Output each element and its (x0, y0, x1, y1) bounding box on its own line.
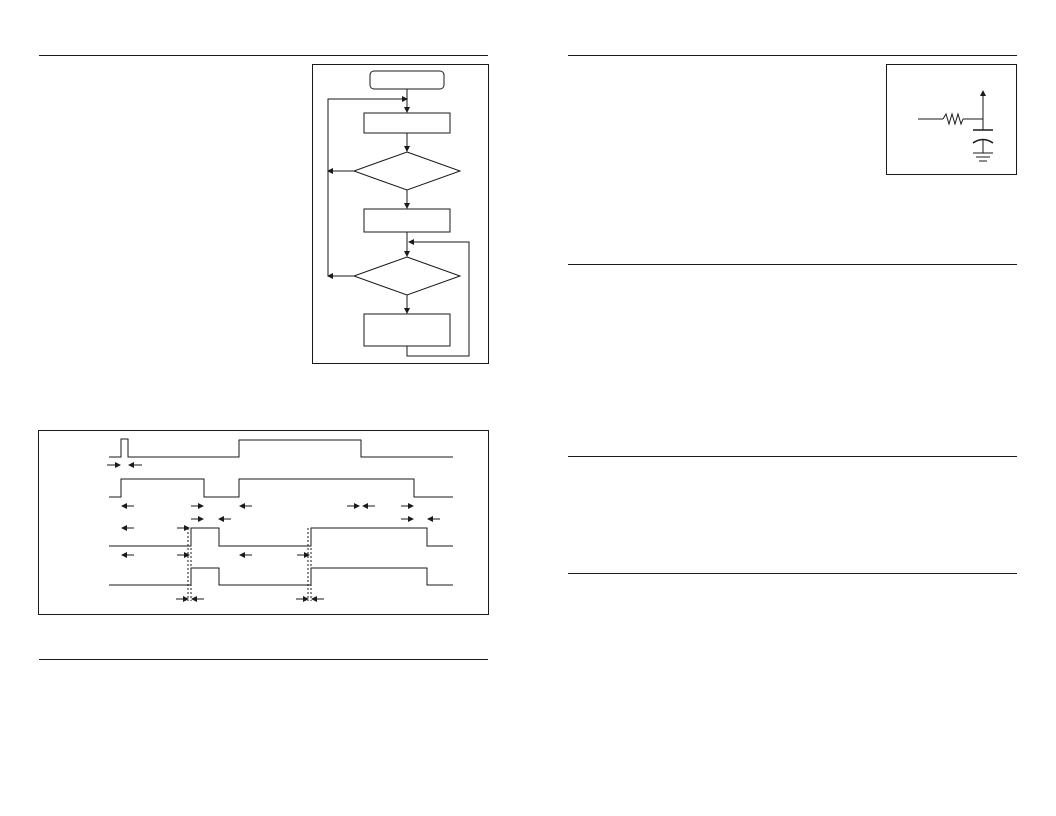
decision-diamond-2 (352, 256, 462, 296)
rc-circuit-figure (886, 64, 1017, 175)
rc-circuit-drawing (918, 90, 994, 162)
decision-diamond-1 (352, 151, 462, 191)
signal-2-waveform (109, 478, 453, 498)
process-box-3 (363, 313, 451, 347)
start-terminator (369, 70, 445, 90)
signal-4-waveform (109, 567, 453, 586)
left-bottom-rule (39, 659, 488, 660)
process-box-2 (363, 208, 451, 233)
ground-symbol (973, 152, 993, 162)
resistor-symbol (942, 112, 964, 126)
right-section-rule-2 (568, 456, 1017, 457)
right-section-rule-1 (568, 264, 1017, 265)
flowchart-drawing (327, 70, 470, 357)
flowchart-figure (312, 64, 489, 364)
right-top-rule (568, 55, 1017, 56)
timing-diagram-drawing (107, 438, 453, 602)
right-section-rule-3 (568, 573, 1017, 574)
signal-1-waveform (109, 438, 453, 458)
timing-diagram-figure (38, 430, 489, 615)
signal-3-waveform (109, 527, 453, 547)
process-box-1 (363, 112, 451, 134)
left-top-rule (39, 55, 488, 56)
